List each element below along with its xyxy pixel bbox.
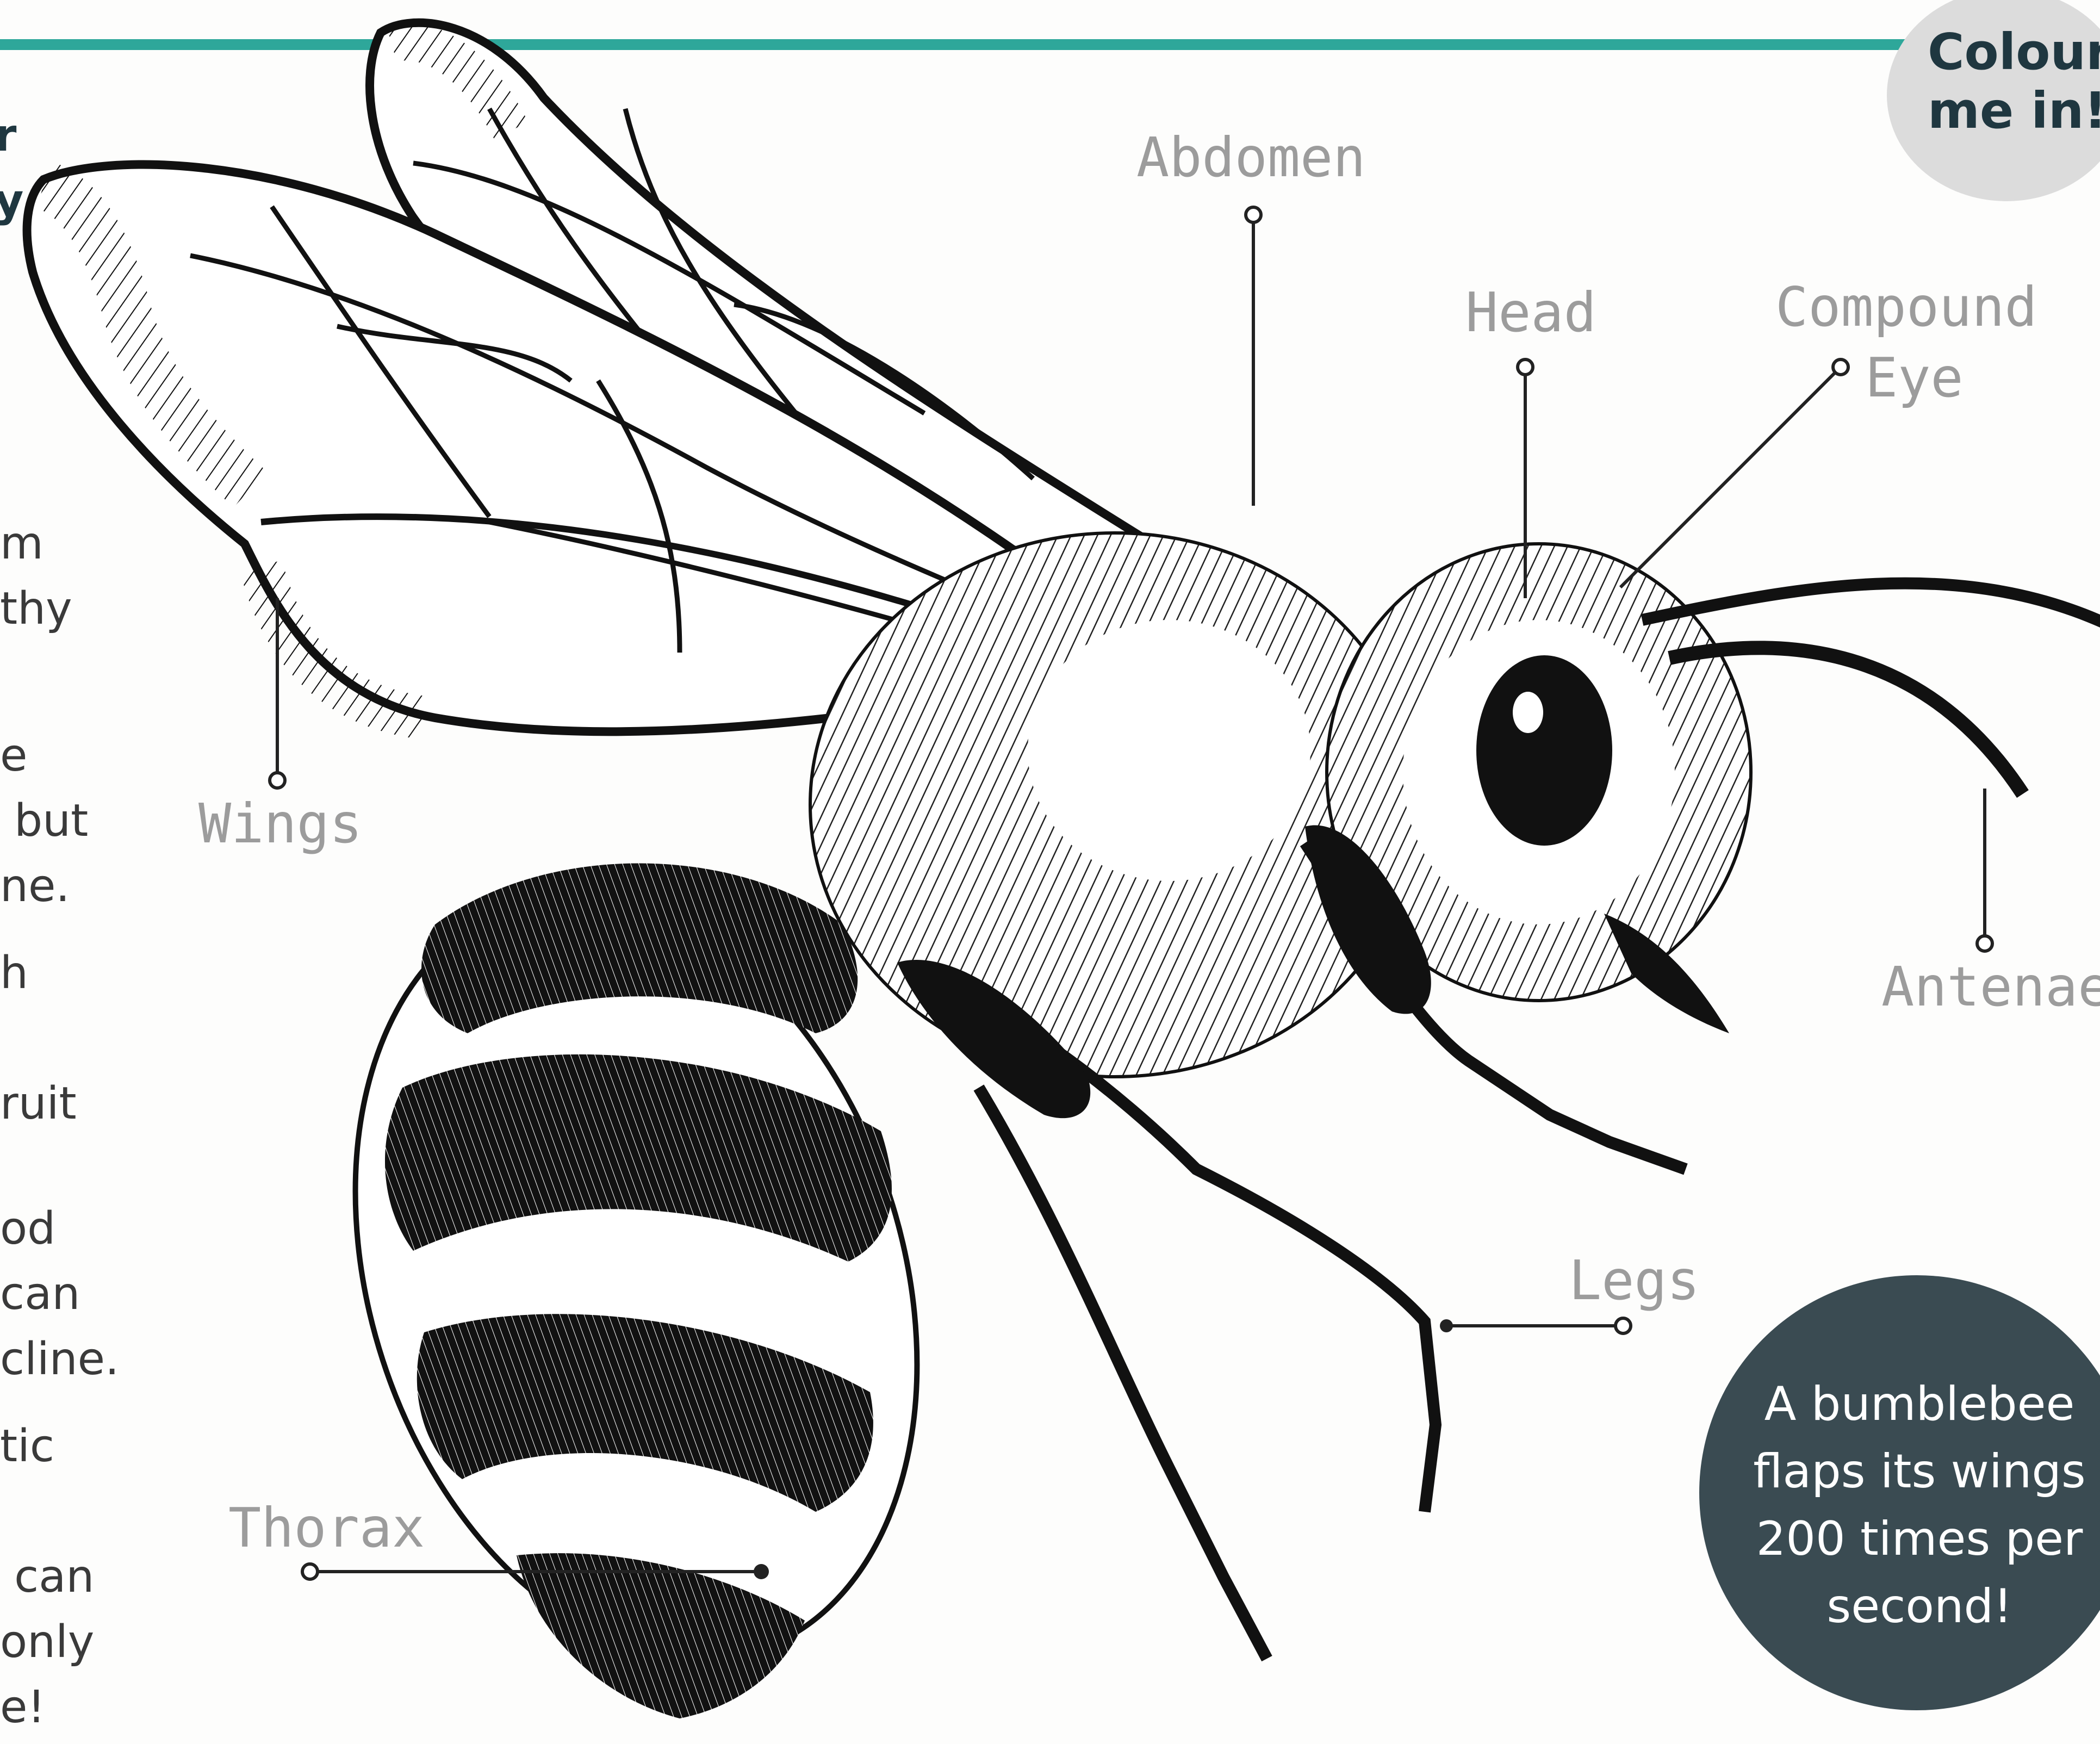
label-thorax: Thorax bbox=[228, 1498, 425, 1558]
compound-eye-shape bbox=[1476, 655, 1612, 846]
fact-text: A bumblebee flaps its wings 200 times pe… bbox=[1713, 1370, 2100, 1640]
label-compound-eye-line-2: Eye bbox=[1865, 348, 1964, 408]
label-legs: Legs bbox=[1569, 1251, 1700, 1311]
label-wings: Wings bbox=[198, 794, 362, 854]
label-antenae: Antenae bbox=[1881, 957, 2100, 1017]
label-head: Head bbox=[1465, 283, 1596, 343]
label-abdomen: Abdomen bbox=[1136, 128, 1365, 188]
label-compound-eye-line-1: Compound bbox=[1775, 277, 2037, 337]
